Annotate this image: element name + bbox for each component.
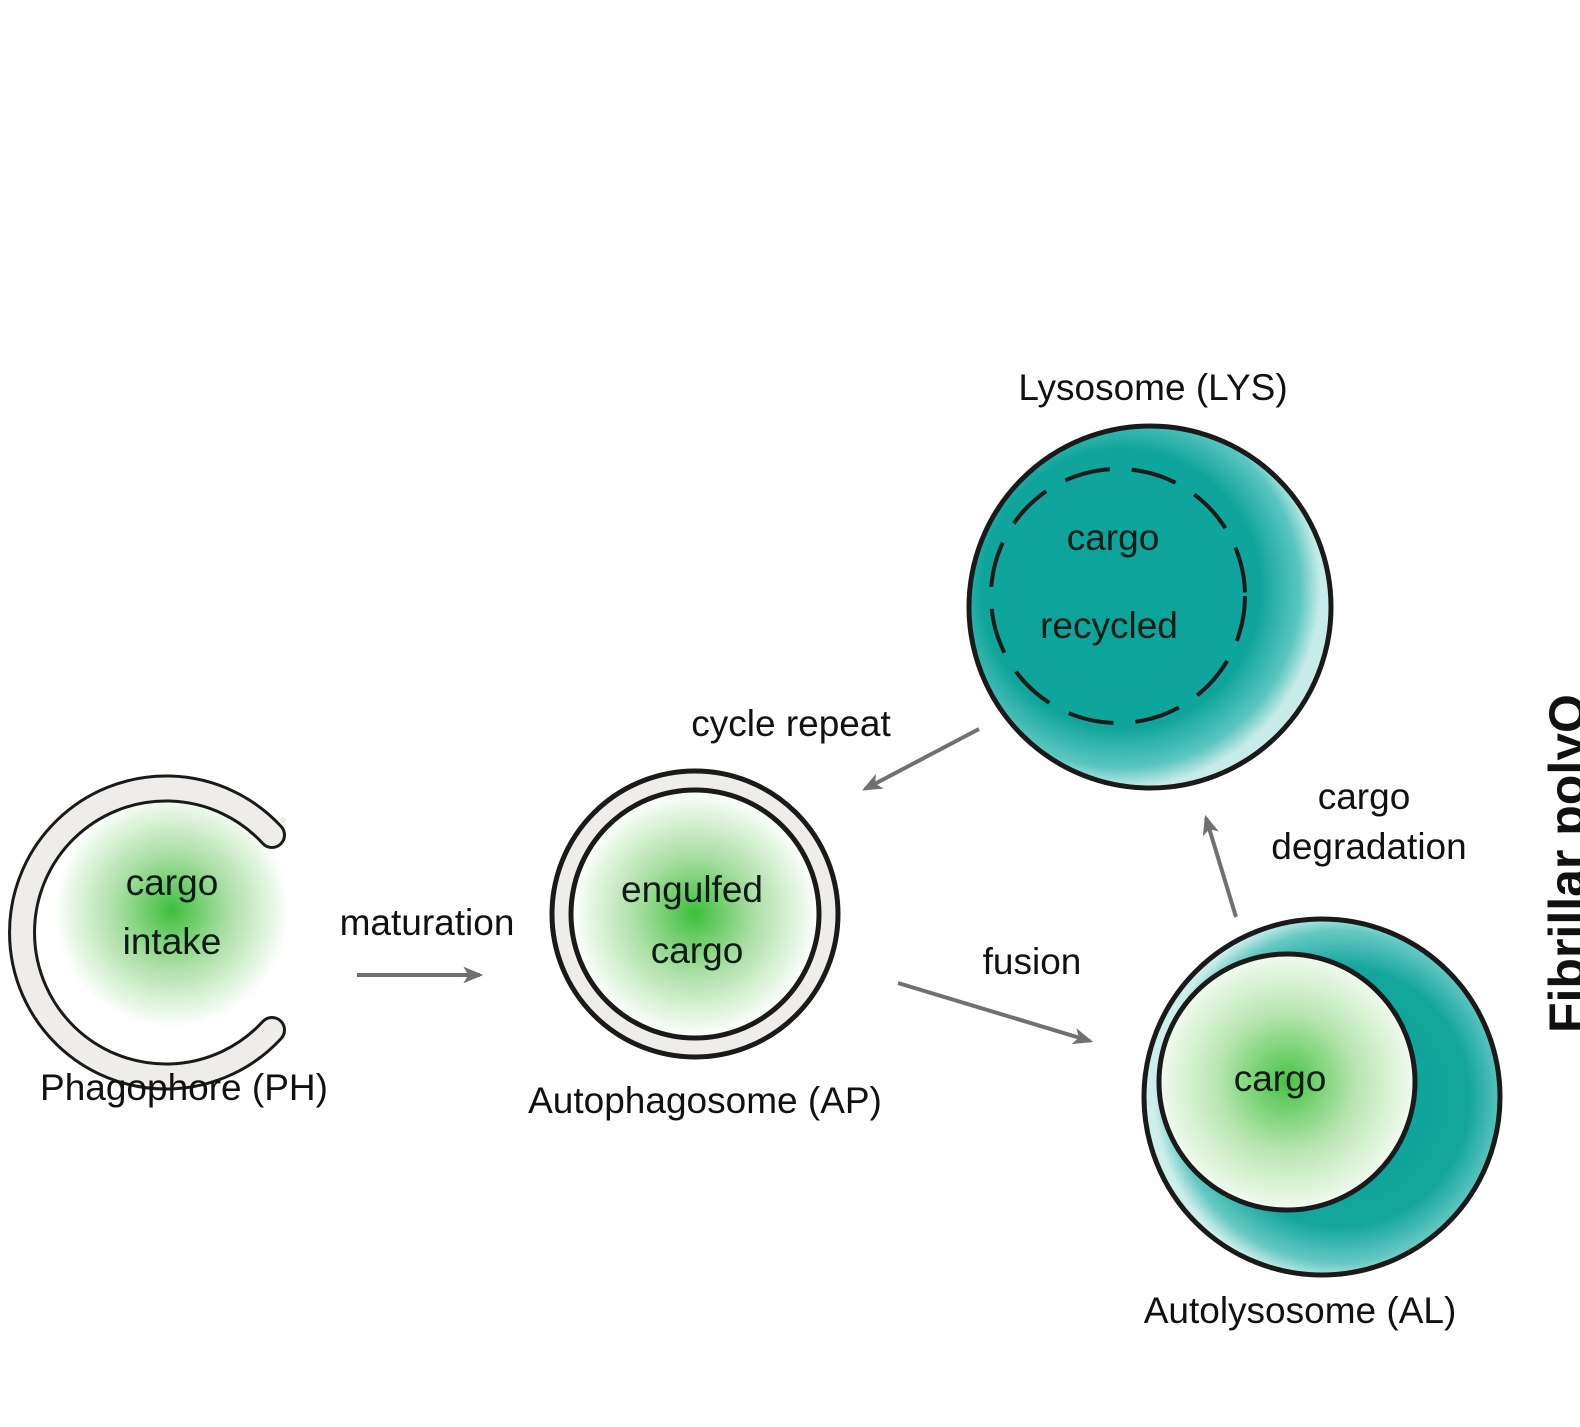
autophagosome-cargo [568, 787, 822, 1041]
cycle-repeat-label: cycle repeat [691, 703, 891, 744]
maturation-label: maturation [340, 902, 515, 943]
autophagosome-inner-line1: engulfed [621, 869, 763, 910]
phagophore-inner-line1: cargo [126, 862, 219, 903]
lysosome-body [966, 423, 1334, 791]
autolysosome-inner: cargo [1234, 1058, 1327, 1099]
lysosome-label: Lysosome (LYS) [1018, 367, 1287, 408]
maturation-transition: maturation [340, 902, 515, 984]
cargo-degradation-label-line2: degradation [1271, 826, 1466, 867]
phagophore-label: Phagophore (PH) [40, 1067, 328, 1108]
cycle-repeat-transition: cycle repeat [691, 703, 980, 791]
autophagosome-inner-line2: cargo [651, 930, 744, 971]
fusion-transition: fusion [897, 941, 1094, 1045]
cargo-degradation-label-line1: cargo [1318, 776, 1411, 817]
lysosome-inner-line1: cargo [1067, 517, 1160, 558]
phagophore: cargo intake Phagophore (PH) [8, 774, 328, 1108]
fusion-arrow [897, 981, 1094, 1045]
cargo-degradation-transition: cargo degradation [1202, 776, 1467, 918]
autophagosome-label: Autophagosome (AP) [528, 1080, 882, 1121]
lysosome: cargo recycled Lysosome (LYS) [966, 367, 1334, 791]
cycle-repeat-arrow [862, 727, 980, 791]
autolysosome-cargo [1156, 951, 1418, 1213]
lysosome-dashed-cargo-boundary [989, 467, 1247, 725]
fusion-label: fusion [983, 941, 1082, 982]
side-label: Fibrillar polyQ [1539, 694, 1580, 1033]
phagophore-cargo [54, 792, 290, 1028]
cargo-degradation-arrow [1202, 814, 1238, 918]
lysosome-inner-line2: recycled [1040, 605, 1178, 646]
autolysosome: cargo Autolysosome (AL) [1141, 916, 1503, 1331]
phagophore-inner-line2: intake [123, 921, 222, 962]
autophagosome: engulfed cargo Autophagosome (AP) [528, 768, 882, 1121]
autolysosome-label: Autolysosome (AL) [1144, 1290, 1457, 1331]
